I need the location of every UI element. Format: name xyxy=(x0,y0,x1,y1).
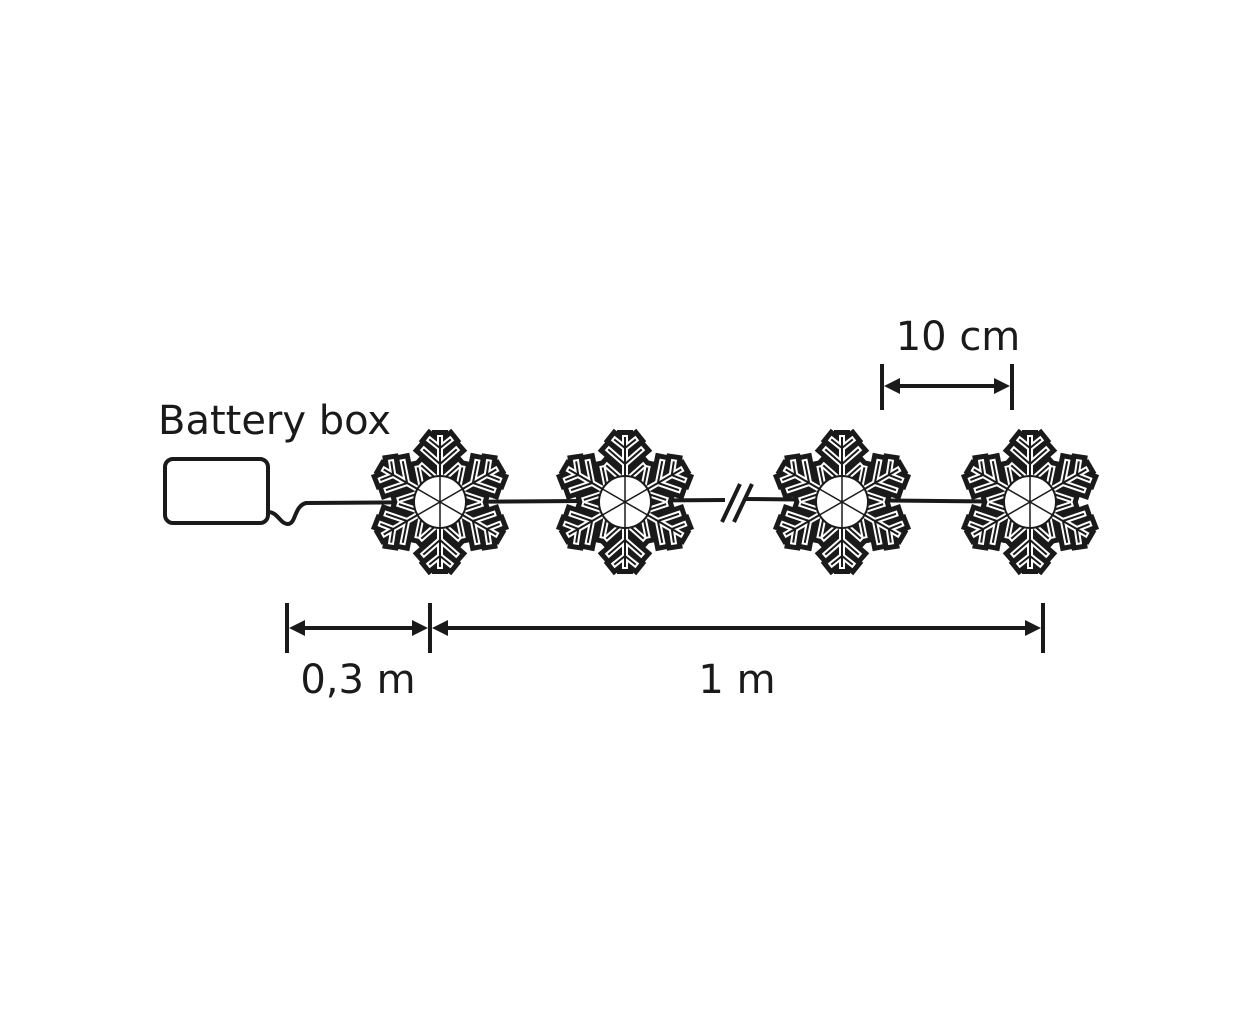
snowflake-light-icon xyxy=(561,438,690,566)
string-length-label: 1 m xyxy=(698,657,775,703)
break-mark-icon xyxy=(720,483,754,523)
battery-box-label: Battery box xyxy=(158,398,391,444)
snowflake-light-icon xyxy=(966,438,1095,566)
spacing-label: 10 cm xyxy=(896,314,1021,360)
snowflake-light-icon xyxy=(778,438,907,566)
lead-length-label: 0,3 m xyxy=(300,657,415,703)
spacing-dimension xyxy=(880,364,1014,410)
snowflake-light-icon xyxy=(376,438,505,566)
length-dimensions xyxy=(285,603,1045,653)
battery-box-icon xyxy=(163,457,270,525)
